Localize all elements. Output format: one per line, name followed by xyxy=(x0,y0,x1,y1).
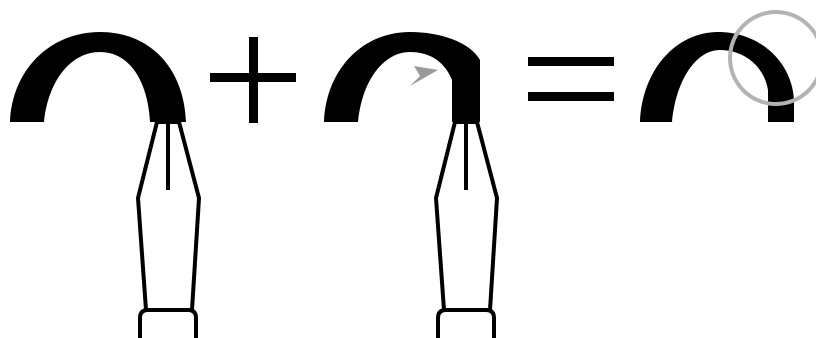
direction-arrow xyxy=(410,66,438,86)
pen-nib-1 xyxy=(136,120,201,338)
arch-stroke-2 xyxy=(324,32,480,122)
term-2-partial-arch-with-pen xyxy=(324,32,499,338)
pen-holder-2 xyxy=(436,308,496,338)
detail-circle xyxy=(728,10,816,106)
pen-nib-2 xyxy=(434,120,499,338)
equals-operator xyxy=(528,57,614,101)
result-arch-glyph xyxy=(640,10,816,122)
plus-operator xyxy=(210,37,296,123)
arch-stroke-result xyxy=(640,32,794,122)
term-1-arch-with-pen xyxy=(10,32,201,338)
pen-holder-1 xyxy=(138,308,198,338)
arch-stroke-1 xyxy=(10,32,186,122)
